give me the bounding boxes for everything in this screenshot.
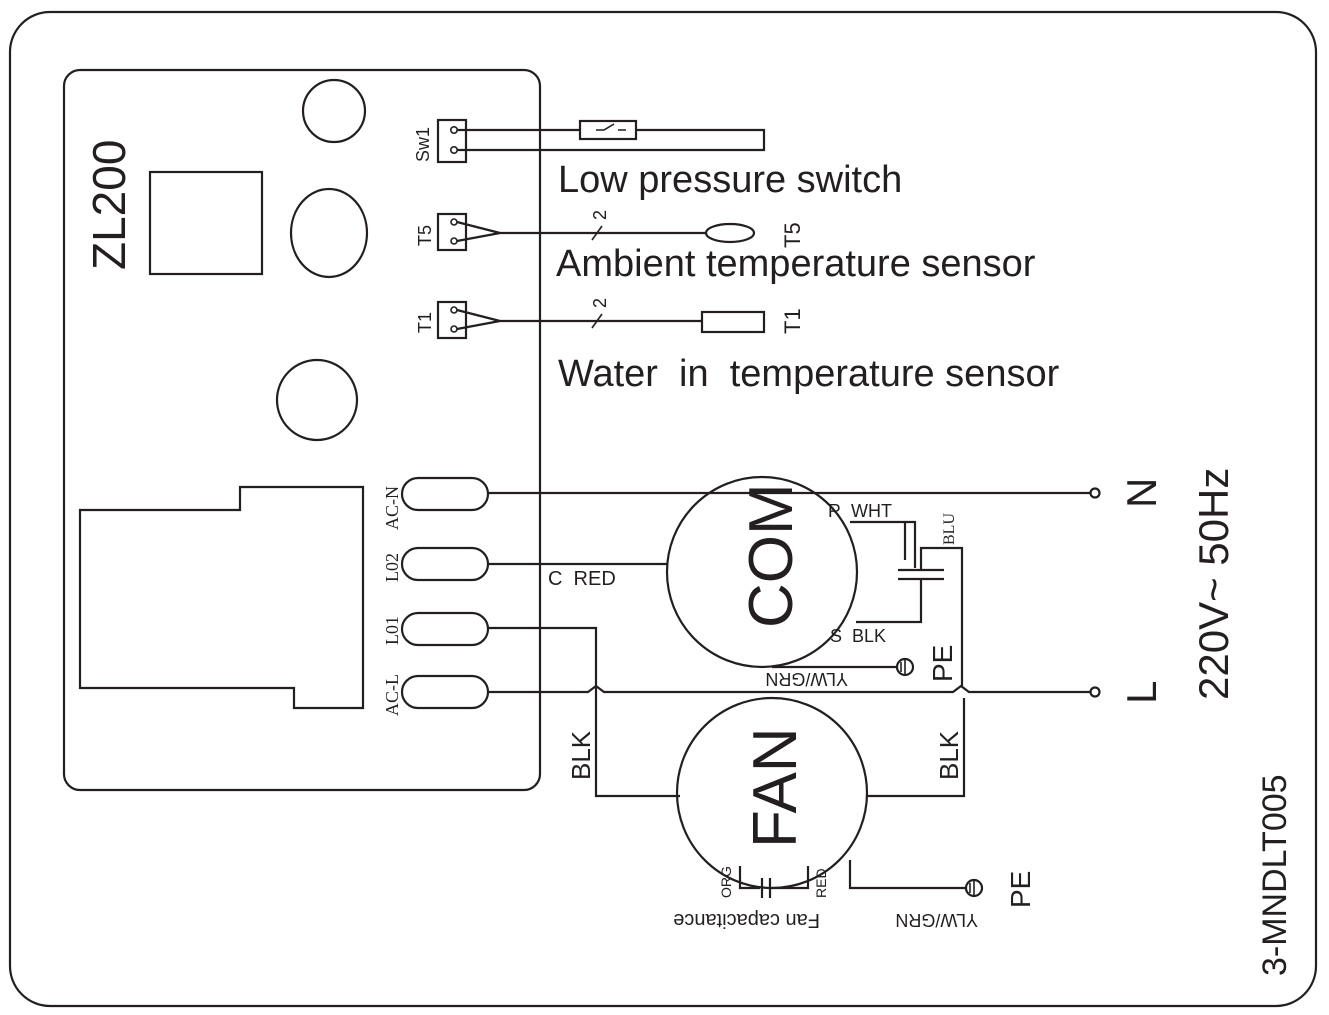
fan-label: FAN (741, 727, 810, 848)
board-relay-block (78, 485, 365, 710)
board-hole-bottom (275, 358, 359, 442)
t5-connector-label: T5 (415, 225, 435, 246)
terminal-ac-n-label: AC-N (382, 486, 402, 530)
terminal-l02-label: L02 (382, 553, 402, 582)
terminal-ac-l-label: AC-L (382, 674, 402, 716)
low-pressure-switch-label: Low pressure switch (558, 159, 902, 201)
n-terminal-point (1089, 487, 1101, 499)
diagram-code: 3-MNDLT005 (1256, 774, 1294, 976)
fan-ground-label: PE (1005, 871, 1036, 908)
fan-capacitance-label: Fan capacitance (673, 909, 820, 931)
ambient-sensor-label: Ambient temperature sensor (556, 243, 1036, 285)
fan-right-wire-label: BLK (934, 730, 964, 780)
power-terminals: AC-N L02 L01 AC-L (382, 476, 490, 716)
fan-circuit: BLK FAN BLK ORG RED Fan capacitance YLW/… (488, 626, 1036, 931)
compressor-ground-wire-label: YLW/GRN (765, 669, 848, 689)
water-in-sensor-label: Water in temperature sensor (558, 353, 1060, 395)
low-pressure-switch-symbol (578, 119, 638, 141)
n-terminal-label: N (1118, 478, 1165, 508)
t1-connector-label: T1 (415, 312, 435, 333)
compressor-cap-wire-label: BLU (941, 513, 958, 545)
compressor-c-wire-label: C RED (548, 568, 616, 590)
compressor-label: COM (737, 483, 806, 628)
water-in-sensor-circuit: T1 2 T1 Water in temperature sensor (415, 298, 1060, 395)
compressor-circuit: COM C RED R WHT S BLK BLU YLW/GRN PE (488, 475, 964, 689)
l-terminal-label: L (1118, 681, 1165, 704)
terminal-ac-l (400, 674, 490, 710)
board-hole-top (301, 78, 367, 144)
compressor-capacitor (898, 568, 944, 581)
terminal-l01 (400, 611, 490, 647)
low-pressure-switch-circuit: Sw1 Low pressure switch (413, 118, 902, 201)
fan-org-wire-label: ORG (718, 866, 734, 898)
terminal-ac-n (400, 476, 490, 512)
controller-board: ZL200 (62, 68, 542, 792)
compressor-s-wire-label: S BLK (830, 626, 886, 646)
supply-wiring: N L 220V~ 50Hz (488, 468, 1237, 704)
t1-wire-count: 2 (590, 298, 610, 308)
fan-ground-wire-label: YLW/GRN (895, 910, 978, 930)
board-display (148, 170, 264, 276)
compressor-r-wire-label: R WHT (828, 501, 892, 521)
ambient-sensor-circuit: T5 2 T5 Ambient temperature sensor (415, 210, 1036, 285)
t1-sensor-tag: T1 (780, 308, 805, 334)
t5-sensor-probe (704, 222, 756, 244)
outer-frame (8, 10, 1318, 1008)
fan-left-wire-label: BLK (566, 730, 596, 780)
t5-wire-count: 2 (590, 210, 610, 220)
supply-voltage-label: 220V~ 50Hz (1190, 468, 1237, 700)
t1-connector (436, 300, 468, 340)
fan-red-wire-label: RED (813, 868, 829, 898)
board-outline (62, 68, 542, 792)
board-model: ZL200 (83, 140, 135, 270)
compressor-motor (665, 475, 859, 669)
sw1-connector (436, 118, 468, 164)
terminal-l01-label: L01 (382, 616, 402, 645)
terminal-l02 (400, 546, 490, 582)
board-hole-middle (289, 187, 369, 279)
t5-sensor-tag: T5 (780, 222, 805, 248)
compressor-ground-label: PE (927, 645, 958, 682)
l-terminal-point (1089, 686, 1101, 698)
sw1-connector-label: Sw1 (413, 127, 433, 162)
t5-connector (436, 212, 468, 252)
t1-sensor-probe (700, 310, 766, 334)
